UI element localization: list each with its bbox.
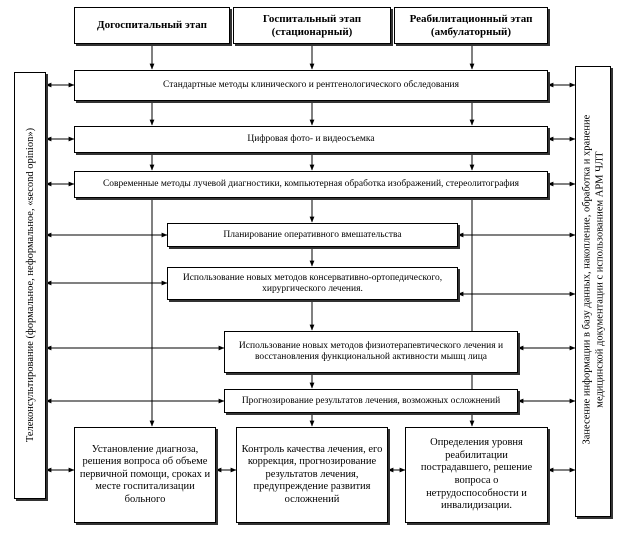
outcome-line: Контроль качества лечения, его	[241, 443, 383, 455]
process-label: Стандартные методы клинического и рентге…	[163, 80, 459, 91]
stage-title: Догоспитальный этап	[97, 19, 207, 32]
outcome-line: пострадавшего, решение	[420, 462, 533, 474]
process-digital-photo: Цифровая фото- и видеосъемка	[74, 126, 548, 153]
outcome-line: инвалидизации.	[441, 500, 512, 512]
outcome-line: первичной помощи, сроках и	[79, 468, 211, 480]
outcome-line: реабилитации	[445, 449, 508, 461]
outcome-quality-control: Контроль качества лечения, его коррекция…	[236, 427, 388, 523]
outcome-rehab-level: Определения уровня реабилитации пострада…	[405, 427, 548, 523]
stage-rehabilitation: Реабилитационный этап (амбулаторный)	[394, 7, 548, 44]
process-label: восстановления функциональной активности…	[254, 352, 488, 362]
stage-prehospital: Догоспитальный этап	[74, 7, 230, 44]
process-label: хирургического лечения.	[262, 283, 363, 294]
process-label: Планирование оперативного вмешательства	[223, 229, 402, 240]
process-prognosis: Прогнозирование результатов лечения, воз…	[224, 389, 518, 413]
process-radiology: Современные методы лучевой диагностики, …	[74, 171, 548, 198]
stage-subtitle: (стационарный)	[271, 25, 353, 38]
outcome-line: Определения уровня	[430, 437, 523, 449]
outcome-line: предупреждение развития	[253, 481, 371, 493]
process-label: Цифровая фото- и видеосъемка	[247, 134, 375, 145]
outcome-diagnosis: Установление диагноза, решения вопроса о…	[74, 427, 216, 523]
process-label: Использование новых методов физиотерапев…	[238, 341, 504, 352]
outcome-line: Установление диагноза,	[91, 443, 199, 455]
outcome-line: результатов лечения,	[265, 468, 359, 480]
teleconsulting-label: Телеконсультирование (формальное, неформ…	[24, 127, 36, 443]
process-surgery-planning: Планирование оперативного вмешательства	[167, 223, 458, 247]
stage-hospital: Госпитальный этап (стационарный)	[233, 7, 391, 44]
outcome-line: вопроса о	[454, 475, 499, 486]
stage-subtitle: (амбулаторный)	[430, 25, 512, 38]
process-new-treatment: Использование новых методов консервативн…	[167, 267, 458, 300]
process-label: Использование новых методов консервативн…	[182, 272, 443, 283]
teleconsulting-panel: Телеконсультирование (формальное, неформ…	[14, 72, 46, 499]
process-physiotherapy: Использование новых методов физиотерапев…	[224, 331, 518, 373]
outcome-line: нетрудоспособности и	[426, 487, 527, 499]
outcome-line: решения вопроса об объеме	[82, 456, 208, 468]
stage-title: Реабилитационный этап	[409, 12, 533, 25]
stage-title: Госпитальный этап	[262, 12, 362, 25]
outcome-line: больного	[124, 493, 166, 505]
process-standard-exam: Стандартные методы клинического и рентге…	[74, 70, 548, 101]
outcome-line: осложнений	[284, 493, 340, 505]
outcome-line: коррекция, прогнозирование	[247, 456, 377, 468]
process-label: Современные методы лучевой диагностики, …	[102, 179, 520, 190]
database-panel: Занесение информации в базу данных, нако…	[575, 66, 611, 517]
outcome-line: месте госпитализации	[95, 481, 195, 493]
process-label: Прогнозирование результатов лечения, воз…	[241, 395, 501, 406]
database-label: Занесение информации в базу данных, нако…	[581, 114, 605, 445]
